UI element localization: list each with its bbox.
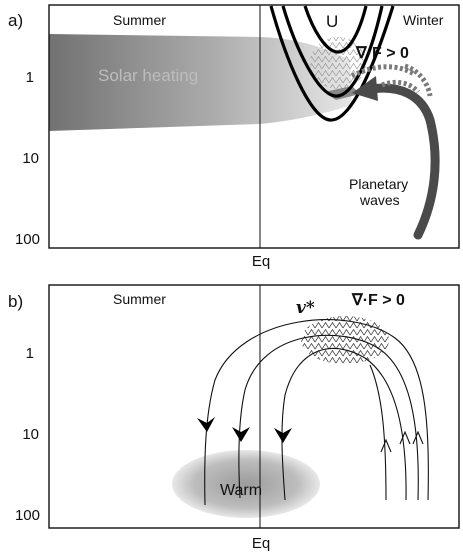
streamline-3-arrowhead	[274, 428, 292, 443]
planetary-waves-label-line1: Planetary	[349, 176, 408, 192]
panel-a-div-f-label: ∇·F > 0	[355, 45, 409, 62]
planetary-waves-arrow-shaft	[367, 83, 440, 240]
panel-a-ytick-10: 10	[22, 150, 39, 167]
panel-b-ytick-1: 1	[26, 345, 34, 362]
panel-b: b) 1 10 100 Summer v* ∇·F > 0	[8, 284, 460, 552]
panel-b-summer-label: Summer	[113, 291, 166, 307]
jet-contour-middle	[281, 5, 384, 98]
panel-b-divergence-hatch	[301, 316, 389, 364]
panel-a-ytick-100: 100	[15, 231, 40, 248]
planetary-waves-arrowhead	[352, 76, 378, 101]
panel-b-div-f-label: ∇·F > 0	[351, 292, 405, 309]
panel-a: a) 1 10 100 Summer Winter U Solar heatin…	[8, 4, 460, 270]
panel-a-ytick-1: 1	[26, 69, 34, 86]
jet-label: U	[326, 12, 338, 31]
streamline-2	[238, 334, 419, 501]
jet-contour-outer	[269, 5, 395, 122]
jet-contour-inner	[303, 5, 368, 54]
v-star-label: v*	[296, 298, 315, 318]
upward-tick-1	[380, 438, 392, 453]
solar-heating-label: Solar heating	[98, 66, 198, 85]
solar-heating-band	[49, 34, 352, 131]
warm-label: Warm	[220, 482, 262, 499]
panel-a-xtick-eq: Eq	[252, 253, 270, 270]
panel-a-frame	[48, 4, 460, 249]
panel-b-ytick-100: 100	[15, 507, 40, 524]
upward-tick-3	[412, 430, 424, 445]
panel-b-ytick-10: 10	[22, 426, 39, 443]
panel-a-tag: a)	[8, 11, 23, 30]
streamline-2-arrowhead	[232, 427, 250, 442]
panel-b-frame	[48, 284, 460, 529]
wave-arc-1	[350, 64, 416, 79]
streamline-4	[369, 364, 387, 501]
panel-a-winter-label: Winter	[403, 12, 444, 28]
panel-b-xtick-eq: Eq	[252, 535, 270, 552]
panel-a-summer-label: Summer	[113, 12, 166, 28]
upward-tick-2	[399, 430, 411, 445]
wave-arc-2	[381, 79, 420, 94]
streamline-1-arrowhead	[197, 417, 215, 432]
panel-b-tag: b)	[8, 292, 23, 311]
planetary-waves-label-line2: waves	[359, 192, 400, 208]
